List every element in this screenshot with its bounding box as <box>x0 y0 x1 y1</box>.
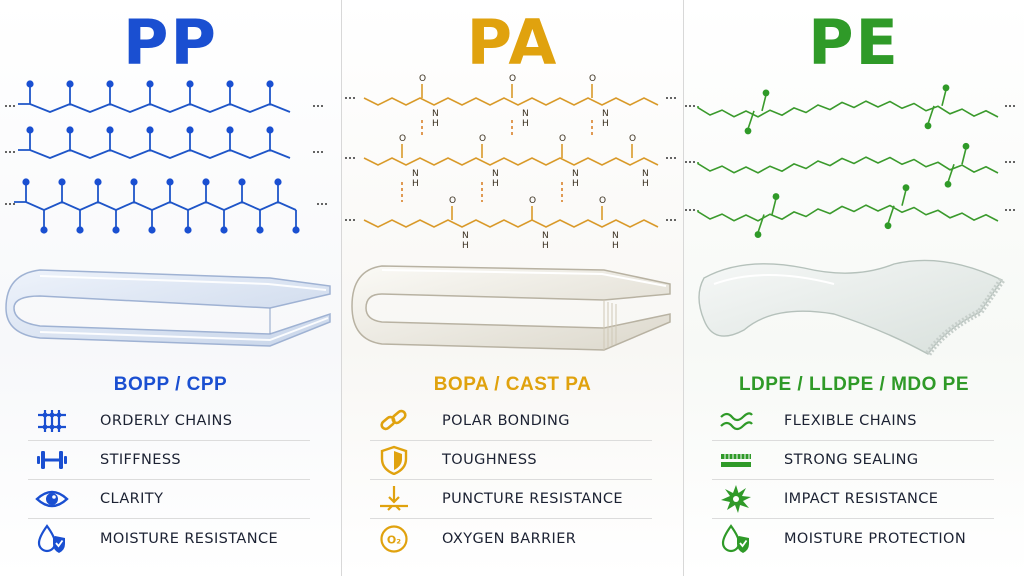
dumbbell-icon <box>32 443 72 477</box>
svg-text:N: N <box>522 109 529 119</box>
pp-panel: PP BOPP / CPP ORDERLY CHAINS STIFFNESS <box>0 0 341 576</box>
feature-label: OXYGEN BARRIER <box>442 530 577 547</box>
wave-icon <box>716 404 756 438</box>
pe-panel: PE LDPE / LLDPE / MDO PE FLEXIBLE CHAINS… <box>684 0 1024 576</box>
svg-text:N: N <box>492 169 499 179</box>
list-item: POLAR BONDING <box>370 402 652 441</box>
feature-label: POLAR BONDING <box>442 413 570 429</box>
o2-icon: O₂ <box>374 522 414 556</box>
list-item: CLARITY <box>28 480 310 519</box>
pe-film-illustration <box>698 259 1005 357</box>
feature-label: MOISTURE PROTECTION <box>784 530 967 547</box>
svg-text:N: N <box>602 109 609 119</box>
burst-icon <box>716 482 756 516</box>
svg-text:N: N <box>432 109 439 119</box>
pa-feature-list: POLAR BONDING TOUGHNESS PUNCTURE RESISTA… <box>370 402 652 558</box>
panel-divider <box>341 0 342 576</box>
link-icon <box>374 404 414 438</box>
seal-strip-icon <box>716 443 756 477</box>
svg-text:H: H <box>602 119 609 129</box>
svg-text:O: O <box>629 134 636 144</box>
feature-label: PUNCTURE RESISTANCE <box>442 491 623 507</box>
o2-icon-text: O₂ <box>387 533 401 546</box>
list-item: MOISTURE PROTECTION <box>712 519 994 558</box>
list-item: O₂ OXYGEN BARRIER <box>370 519 652 558</box>
grid-chain-icon <box>32 404 72 438</box>
panel-divider <box>683 0 684 576</box>
svg-text:N: N <box>412 169 419 179</box>
puncture-arrow-icon <box>374 482 414 516</box>
list-item: TOUGHNESS <box>370 441 652 480</box>
svg-text:N: N <box>542 231 549 241</box>
svg-text:H: H <box>612 241 619 251</box>
feature-label: STIFFNESS <box>100 452 182 468</box>
list-item: FLEXIBLE CHAINS <box>712 402 994 441</box>
feature-label: STRONG SEALING <box>784 452 919 468</box>
svg-text:N: N <box>612 231 619 241</box>
svg-text:H: H <box>522 119 529 129</box>
feature-label: MOISTURE RESISTANCE <box>100 530 279 547</box>
drop-shield-icon <box>32 522 72 556</box>
svg-text:N: N <box>642 169 649 179</box>
svg-text:O: O <box>399 134 406 144</box>
pe-feature-list: FLEXIBLE CHAINS STRONG SEALING IMPACT RE… <box>712 402 994 558</box>
pa-film-illustration <box>351 265 671 351</box>
svg-text:O: O <box>509 74 516 84</box>
svg-text:N: N <box>572 169 579 179</box>
feature-label: IMPACT RESISTANCE <box>784 491 939 507</box>
svg-text:H: H <box>432 119 439 129</box>
feature-label: ORDERLY CHAINS <box>100 413 233 429</box>
pp-film-illustration <box>5 269 331 347</box>
pe-title: PE <box>808 6 900 79</box>
feature-label: CLARITY <box>100 491 164 507</box>
svg-text:H: H <box>542 241 549 251</box>
svg-text:O: O <box>559 134 566 144</box>
svg-text:H: H <box>572 179 579 189</box>
list-item: STIFFNESS <box>28 441 310 480</box>
svg-text:N: N <box>462 231 469 241</box>
svg-text:H: H <box>492 179 499 189</box>
svg-text:H: H <box>412 179 419 189</box>
pa-subtitle: BOPA / CAST PA <box>433 374 592 395</box>
pp-feature-list: ORDERLY CHAINS STIFFNESS CLARITY MOISTUR… <box>28 402 310 558</box>
pe-subtitle: LDPE / LLDPE / MDO PE <box>738 374 970 395</box>
svg-text:O: O <box>599 196 606 206</box>
eye-icon <box>32 482 72 516</box>
list-item: STRONG SEALING <box>712 441 994 480</box>
feature-label: TOUGHNESS <box>442 452 538 468</box>
pp-subtitle: BOPP / CPP <box>113 374 228 395</box>
svg-text:O: O <box>529 196 536 206</box>
list-item: IMPACT RESISTANCE <box>712 480 994 519</box>
pa-title: PA <box>466 6 559 79</box>
shield-icon <box>374 443 414 477</box>
list-item: ORDERLY CHAINS <box>28 402 310 441</box>
svg-text:O: O <box>449 196 456 206</box>
svg-text:O: O <box>419 74 426 84</box>
svg-text:O: O <box>479 134 486 144</box>
pe-molecular-chains <box>685 84 1015 238</box>
list-item: MOISTURE RESISTANCE <box>28 519 310 558</box>
drop-shield-icon <box>716 522 756 556</box>
pp-title: PP <box>123 6 218 79</box>
svg-text:H: H <box>462 241 469 251</box>
pp-molecular-chains <box>5 80 327 234</box>
svg-text:O: O <box>589 74 596 84</box>
list-item: PUNCTURE RESISTANCE <box>370 480 652 519</box>
feature-label: FLEXIBLE CHAINS <box>784 413 917 429</box>
svg-text:H: H <box>642 179 649 189</box>
